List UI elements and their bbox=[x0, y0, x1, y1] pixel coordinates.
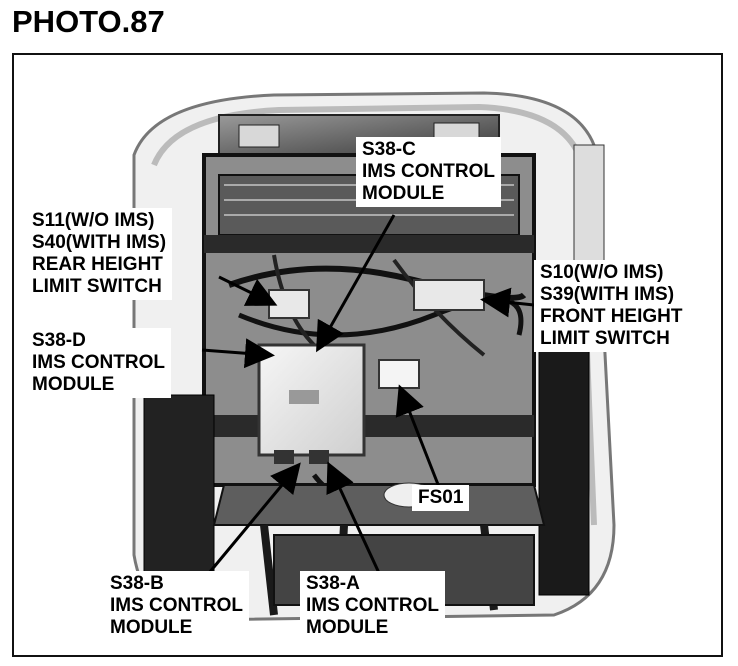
label-s38c-line: IMS CONTROL bbox=[362, 161, 495, 182]
label-s38c-line: MODULE bbox=[362, 183, 445, 204]
label-s38b-line: IMS CONTROL bbox=[110, 595, 243, 616]
photo-frame: S38-C IMS CONTROL MODULE S11(W/O IMS) S4… bbox=[12, 53, 723, 657]
label-s11-line: LIMIT SWITCH bbox=[32, 276, 162, 297]
label-s38b-line: MODULE bbox=[110, 617, 193, 638]
label-fs01-line: FS01 bbox=[418, 487, 464, 508]
label-s10-line: S39(WITH IMS) bbox=[540, 284, 675, 305]
label-s10-s39: S10(W/O IMS) S39(WITH IMS) FRONT HEIGHT … bbox=[534, 260, 689, 352]
label-s11-line: REAR HEIGHT bbox=[32, 254, 163, 275]
label-s38d: S38-D IMS CONTROL MODULE bbox=[26, 328, 171, 398]
label-s38a-line: IMS CONTROL bbox=[306, 595, 439, 616]
label-s38d-line: IMS CONTROL bbox=[32, 352, 165, 373]
label-s11-line: S11(W/O IMS) bbox=[32, 210, 155, 231]
label-s38d-line: MODULE bbox=[32, 374, 115, 395]
label-s10-line: S10(W/O IMS) bbox=[540, 262, 664, 283]
photo-title: PHOTO.87 bbox=[12, 4, 165, 39]
label-s11-line: S40(WITH IMS) bbox=[32, 232, 167, 253]
label-s38a-line: MODULE bbox=[306, 617, 389, 638]
label-s38a: S38-A IMS CONTROL MODULE bbox=[300, 571, 445, 641]
label-s10-line: FRONT HEIGHT bbox=[540, 306, 683, 327]
label-s38c: S38-C IMS CONTROL MODULE bbox=[356, 137, 501, 207]
label-s10-line: LIMIT SWITCH bbox=[540, 328, 670, 349]
label-s11-s40: S11(W/O IMS) S40(WITH IMS) REAR HEIGHT L… bbox=[26, 208, 173, 300]
label-s38d-line: S38-D bbox=[32, 330, 86, 351]
label-fs01: FS01 bbox=[412, 485, 470, 511]
label-s38b: S38-B IMS CONTROL MODULE bbox=[104, 571, 249, 641]
label-s38c-line: S38-C bbox=[362, 139, 416, 160]
label-s38b-line: S38-B bbox=[110, 573, 164, 594]
label-s38a-line: S38-A bbox=[306, 573, 360, 594]
